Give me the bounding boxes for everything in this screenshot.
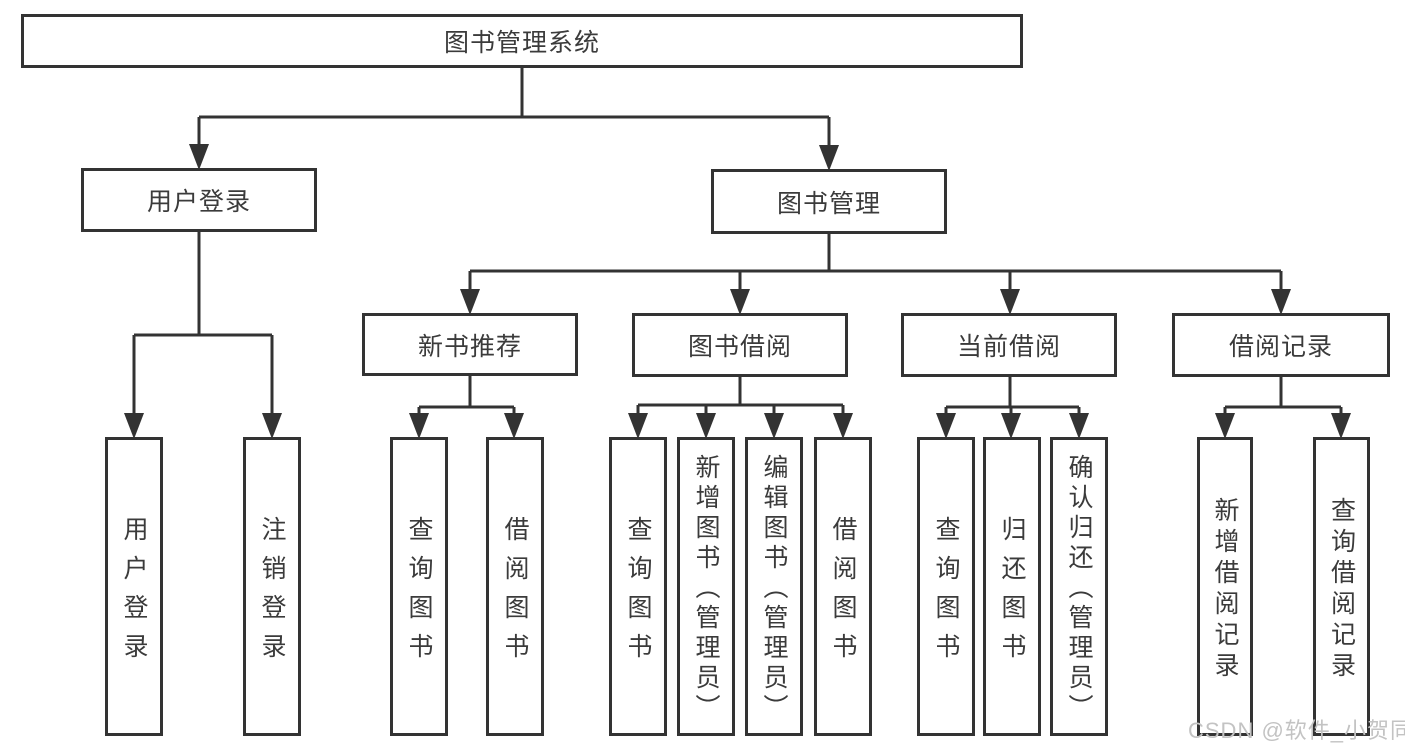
leaf-add-books-admin: 新增图书（管理员） [677, 437, 735, 736]
leaf-query-books-recommend-label: 查询图书 [405, 515, 433, 672]
leaf-borrow-books-recommend-label: 借阅图书 [501, 515, 529, 672]
leaf-add-borrow-record: 新增借阅记录 [1197, 437, 1253, 736]
leaf-user-login-label: 用户登录 [120, 515, 148, 672]
node-root: 图书管理系统 [21, 14, 1023, 68]
leaf-add-borrow-record-label: 新增借阅记录 [1211, 496, 1239, 683]
leaf-return-books: 归还图书 [983, 437, 1041, 736]
node-user-login-label: 用户登录 [146, 188, 251, 216]
leaf-edit-books-admin-label: 编辑图书（管理员） [760, 454, 788, 724]
leaf-edit-books-admin: 编辑图书（管理员） [745, 437, 803, 736]
leaf-confirm-return-admin-label: 确认归还（管理员） [1065, 454, 1093, 724]
leaf-query-borrow-record-label: 查询借阅记录 [1327, 496, 1356, 683]
leaf-query-borrow-record: 查询借阅记录 [1313, 437, 1370, 736]
node-book-management: 图书管理 [711, 169, 947, 234]
leaf-borrow-books-recommend: 借阅图书 [486, 437, 544, 736]
node-current-borrow: 当前借阅 [901, 313, 1117, 377]
node-book-borrow-label: 图书借阅 [687, 333, 792, 361]
watermark: CSDN @软件_小贺同学 [1188, 718, 1405, 743]
node-borrow-record-label: 借阅记录 [1228, 333, 1333, 361]
leaf-logout-label: 注销登录 [258, 515, 286, 672]
leaf-logout: 注销登录 [243, 437, 301, 736]
leaf-query-books-borrow-label: 查询图书 [624, 515, 652, 672]
leaf-query-books-recommend: 查询图书 [390, 437, 448, 736]
node-root-label: 图书管理系统 [443, 29, 600, 57]
node-book-management-label: 图书管理 [776, 189, 881, 218]
leaf-add-books-admin-label: 新增图书（管理员） [692, 454, 720, 724]
node-book-borrow: 图书借阅 [632, 313, 848, 377]
node-user-login: 用户登录 [81, 168, 317, 232]
leaf-return-books-label: 归还图书 [998, 515, 1026, 672]
leaf-borrow-books-label: 借阅图书 [829, 515, 857, 672]
leaf-confirm-return-admin: 确认归还（管理员） [1050, 437, 1108, 736]
leaf-borrow-books: 借阅图书 [814, 437, 872, 736]
node-borrow-record: 借阅记录 [1172, 313, 1390, 377]
leaf-user-login: 用户登录 [105, 437, 163, 736]
node-current-borrow-label: 当前借阅 [956, 333, 1061, 361]
node-new-book-recommend-label: 新书推荐 [417, 332, 522, 361]
leaf-query-books-current-label: 查询图书 [932, 515, 960, 672]
leaf-query-books-current: 查询图书 [917, 437, 975, 736]
node-new-book-recommend: 新书推荐 [362, 313, 578, 376]
leaf-query-books-borrow: 查询图书 [609, 437, 667, 736]
